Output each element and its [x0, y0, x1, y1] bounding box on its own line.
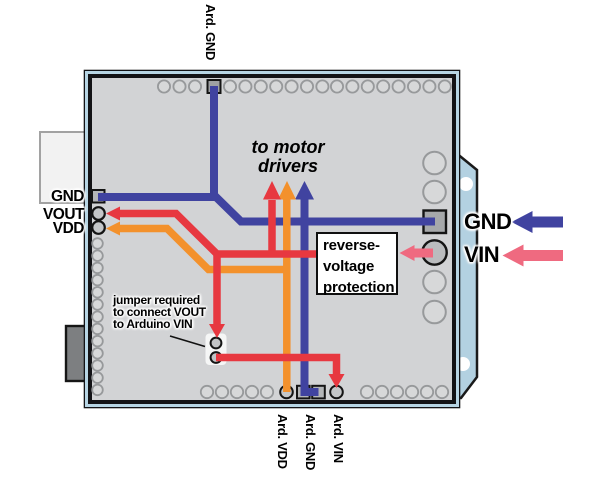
- left-vdd-pad: [91, 220, 106, 235]
- header-pin: [238, 79, 253, 94]
- gnd-motor-arrowhead: [295, 181, 314, 200]
- right-vin-label: VIN: [464, 242, 500, 267]
- left-vout-pad: [91, 206, 106, 221]
- header-pin: [91, 249, 104, 262]
- header-pin: [91, 347, 104, 360]
- left-vout-label: VOUT: [42, 205, 85, 223]
- header-pin: [156, 79, 171, 94]
- header-pin: [199, 384, 215, 400]
- top-ard-gnd-label: Ard. GND: [203, 4, 218, 61]
- vdd-motor-arrowhead: [278, 181, 296, 200]
- header-pin: [360, 79, 375, 94]
- protection-line1: reverse-: [323, 237, 380, 254]
- vout-wire: [118, 200, 341, 375]
- header-pin: [91, 359, 104, 372]
- header-pin: [406, 79, 421, 94]
- header-pin: [389, 384, 405, 400]
- vin-box-arrowhead: [399, 245, 415, 261]
- header-pin: [422, 150, 447, 176]
- external-vin-arrow: [502, 244, 563, 267]
- protection-line3: protection: [323, 279, 395, 296]
- reverse-voltage-protection-box: reverse- voltage protection: [316, 232, 398, 296]
- header-pin: [376, 79, 391, 94]
- header-pin: [91, 310, 104, 323]
- header-pin: [299, 79, 314, 94]
- header-pin: [434, 384, 450, 400]
- header-pin: [91, 383, 104, 397]
- header-pin: [391, 79, 406, 94]
- header-pin: [284, 79, 299, 94]
- to-motor-line2: drivers: [257, 156, 319, 176]
- jumper-note-line1: jumper required: [113, 293, 200, 307]
- left-vdd-label: VDD: [52, 220, 85, 237]
- vout-motor-arrowhead: [263, 181, 281, 200]
- vdd-pad-arrowhead: [106, 221, 120, 236]
- header-pin: [91, 273, 104, 287]
- header-pin: [244, 384, 260, 400]
- header-pins: [91, 79, 452, 400]
- header-pin: [345, 79, 360, 94]
- to-motor-drivers-label: to motor drivers: [238, 138, 338, 176]
- header-pin: [91, 298, 104, 311]
- header-pin: [214, 384, 230, 400]
- header-pin: [437, 79, 452, 94]
- protection-line2: voltage: [323, 258, 375, 275]
- jumper-note-line2: to connect VOUT: [113, 305, 206, 319]
- header-pin: [315, 79, 330, 94]
- mounting-hole-top: [459, 177, 473, 191]
- header-pin: [374, 384, 390, 400]
- gnd-wire: [98, 86, 435, 396]
- header-pin: [91, 371, 104, 384]
- header-pin: [91, 322, 104, 336]
- header-pin: [91, 237, 104, 250]
- header-pin: [172, 79, 187, 94]
- header-pin: [404, 384, 420, 400]
- mounting-hole-bottom: [456, 357, 470, 371]
- to-motor-line1: to motor: [251, 137, 325, 157]
- jumper-note: jumper required to connect VOUT to Ardui…: [113, 294, 206, 330]
- jumper-callout-line: [169, 335, 206, 348]
- vout-pad-arrowhead: [106, 206, 120, 221]
- header-pin: [269, 79, 284, 94]
- bottom-ard-vin-label: Ard. VIN: [331, 414, 346, 463]
- header-pin: [91, 334, 104, 348]
- header-pin: [91, 261, 104, 275]
- header-pin: [419, 384, 435, 400]
- header-pin: [329, 79, 344, 94]
- header-pin: [91, 286, 104, 299]
- left-gnd-label: GND: [51, 188, 84, 205]
- external-gnd-arrow: [511, 211, 563, 233]
- header-pin: [187, 79, 202, 94]
- header-pin: [422, 299, 447, 325]
- right-gnd-label: GND: [464, 209, 512, 234]
- header-pin: [259, 384, 275, 400]
- vout-jumper-arrowhead: [209, 324, 225, 338]
- vout-ardvin-arrowhead: [328, 374, 345, 388]
- header-pin: [222, 79, 237, 94]
- header-pin: [422, 79, 437, 94]
- header-pin: [359, 384, 375, 400]
- header-pin: [229, 384, 245, 400]
- header-pin: [422, 269, 447, 295]
- jumper-note-line3: to Arduino VIN: [113, 317, 193, 331]
- bottom-ard-gnd-label: Ard. GND: [303, 414, 318, 471]
- bottom-ard-vdd-label: Ard. VDD: [275, 414, 290, 469]
- usb-connector: [39, 131, 89, 204]
- jumper-pin-vout: [209, 336, 223, 350]
- header-pin: [253, 79, 268, 94]
- header-pin: [422, 179, 447, 205]
